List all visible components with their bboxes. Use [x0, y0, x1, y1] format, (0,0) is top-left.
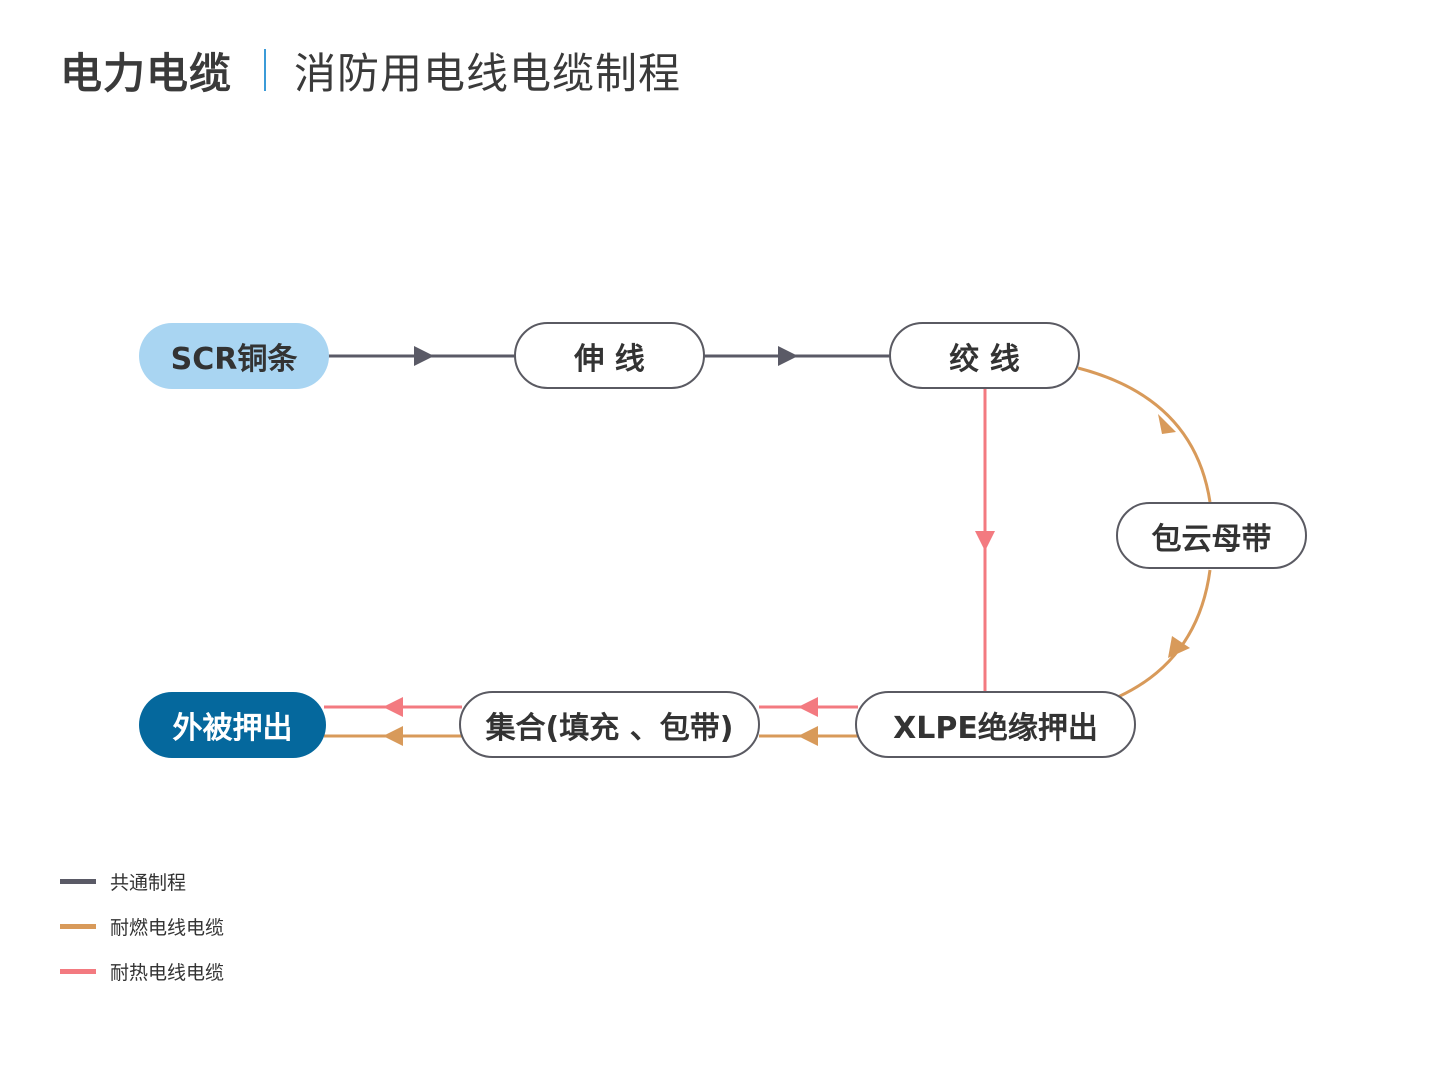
- legend-label-common: 共通制程: [110, 871, 187, 894]
- legend-item-heat-resistant: 耐热电线电缆: [60, 956, 224, 986]
- arrow-xlpe-to-assembly-heat: [798, 697, 818, 717]
- page-subtitle: 消防用电线电缆制程: [294, 48, 682, 98]
- arrow-xlpe-to-assembly-fire: [798, 726, 818, 746]
- arrow-scr-to-drawing: [414, 346, 434, 366]
- node-stranding: 绞 线: [889, 322, 1080, 389]
- node-drawing: 伸 线: [514, 322, 705, 389]
- node-assembly: 集合(填充 、包带): [459, 691, 760, 758]
- page-title: 电力电缆: [60, 48, 233, 98]
- legend-item-fire-resistant: 耐燃电线电缆: [60, 911, 224, 941]
- arrow-assembly-to-jacket-heat: [383, 697, 403, 717]
- arrow-assembly-to-jacket-fire: [383, 726, 403, 746]
- node-mica-tape: 包云母带: [1116, 502, 1307, 569]
- legend: 共通制程 耐燃电线电缆 耐热电线电缆: [60, 866, 224, 1001]
- legend-label-heat-resistant: 耐热电线电缆: [110, 961, 225, 984]
- edge-mica-to-xlpe-fire: [1117, 569, 1212, 699]
- legend-swatch-fire-resistant: [60, 923, 96, 929]
- legend-label-fire-resistant: 耐燃电线电缆: [110, 916, 225, 939]
- arrow-stranding-to-xlpe-heat: [975, 531, 995, 551]
- arrow-stranding-to-mica-fire: [1158, 414, 1176, 434]
- legend-swatch-heat-resistant: [60, 968, 96, 974]
- title-separator: [264, 49, 267, 91]
- arrow-drawing-to-stranding: [778, 346, 798, 366]
- node-xlpe-extrusion: XLPE绝缘押出: [855, 691, 1136, 758]
- legend-swatch-common: [60, 878, 96, 884]
- edge-stranding-to-mica-fire: [1077, 366, 1212, 503]
- node-scr-copper: SCR铜条: [139, 323, 329, 389]
- header: 电力电缆 消防用电线电缆制程: [60, 40, 681, 100]
- arrow-mica-to-xlpe-fire: [1168, 636, 1190, 658]
- node-jacket-extrusion: 外被押出: [139, 692, 326, 758]
- legend-item-common: 共通制程: [60, 866, 224, 896]
